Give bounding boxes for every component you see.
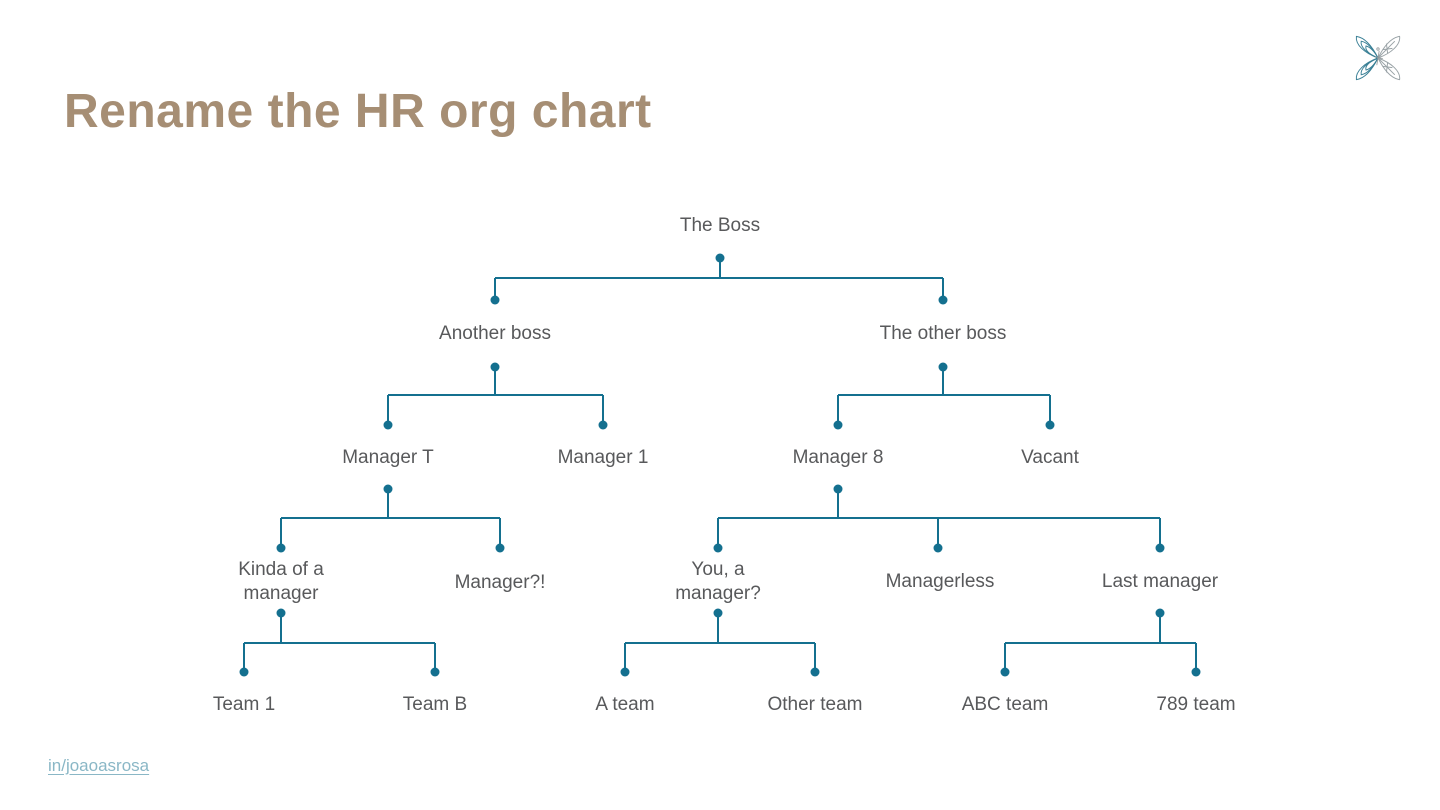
org-node-the-other-boss: The other boss [879, 323, 1007, 344]
org-node-manager-8: Manager 8 [792, 447, 884, 468]
org-node-vacant: Vacant [1021, 447, 1079, 468]
connector-manager-8 [713, 484, 1165, 553]
org-node-abc-team: ABC team [961, 694, 1049, 715]
connector-another-boss [383, 362, 608, 430]
footer-link[interactable]: in/joaoasrosa [48, 756, 150, 775]
org-node-a-team: A team [595, 694, 655, 715]
org-node-the-boss: The Boss [679, 215, 761, 236]
org-node-manager-1: Manager 1 [557, 447, 649, 468]
org-node-manager-t: Manager T [342, 447, 434, 468]
org-node-other-team: Other team [767, 694, 863, 715]
org-node-another-boss: Another boss [439, 323, 551, 344]
connector-kinda-of-a-manager [239, 608, 440, 677]
org-node-last-manager: Last manager [1101, 571, 1219, 592]
org-node-team-b: Team B [402, 694, 468, 715]
connector-you-a-manager [620, 608, 820, 677]
org-node-managerless: Managerless [885, 571, 995, 592]
org-node-you-a-manager: You, a manager? [675, 559, 761, 604]
connector-the-boss [490, 253, 948, 305]
page-title: Rename the HR org chart [64, 85, 652, 138]
org-node-manager-question: Manager?! [454, 572, 546, 593]
connector-the-other-boss [833, 362, 1055, 430]
connector-last-manager [1000, 608, 1201, 677]
org-node-789-team: 789 team [1156, 694, 1236, 715]
org-node-team-1: Team 1 [212, 694, 276, 715]
connector-manager-t [276, 484, 505, 553]
org-node-kinda-of-a-manager: Kinda of a manager [238, 559, 324, 604]
brand-logo-icon [1355, 35, 1401, 81]
